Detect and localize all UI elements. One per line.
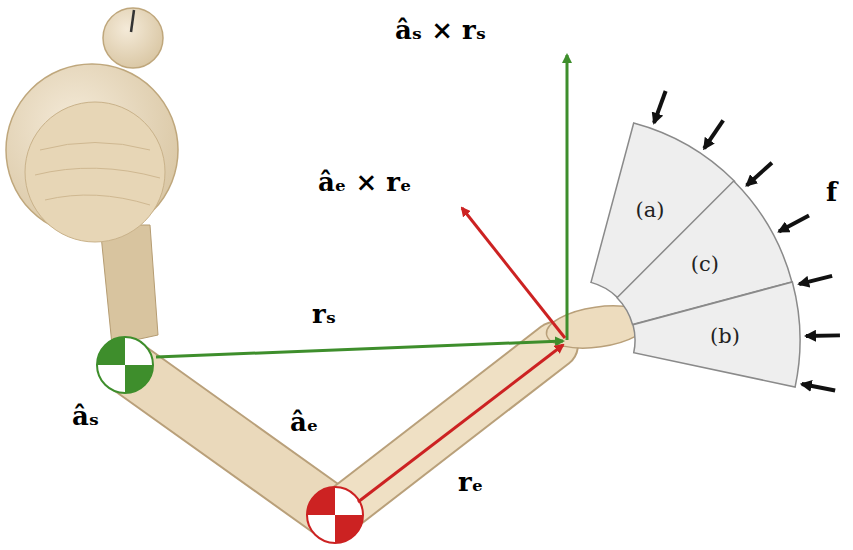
cross-product-label: âₛ × rₛ bbox=[395, 16, 486, 45]
force-label: f bbox=[826, 178, 837, 207]
force-arrow bbox=[704, 120, 723, 148]
force-sector: (b) bbox=[631, 280, 802, 389]
sector-label: (b) bbox=[710, 325, 740, 348]
force-arrow bbox=[806, 333, 840, 338]
sector-label: (a) bbox=[636, 199, 665, 222]
axis-label: âₛ bbox=[72, 402, 99, 431]
axis-label: âₑ bbox=[290, 408, 318, 437]
force-arrow bbox=[779, 216, 809, 232]
force-arrow bbox=[802, 384, 835, 390]
force-arrow bbox=[747, 163, 772, 186]
vector-label: rₑ bbox=[458, 468, 483, 497]
sector-shape bbox=[633, 282, 800, 387]
sector-label: (c) bbox=[691, 253, 719, 276]
force-arrow bbox=[654, 91, 666, 123]
cross-product-label: âₑ × rₑ bbox=[318, 168, 412, 197]
force-arrow bbox=[799, 276, 832, 284]
vector-label: rₛ bbox=[312, 300, 336, 329]
